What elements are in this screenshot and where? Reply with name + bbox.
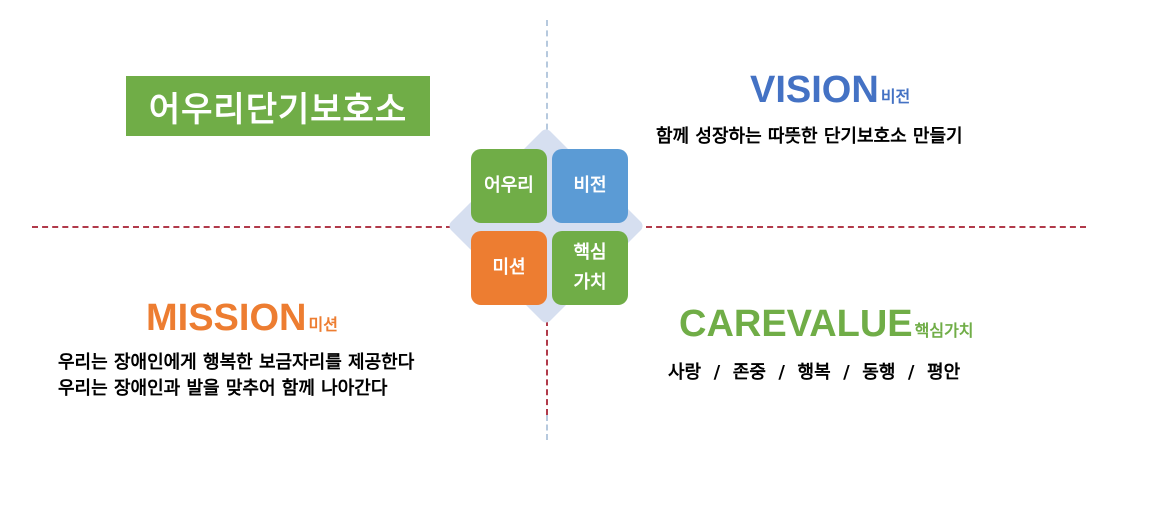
- horizontal-divider-right: [646, 226, 1086, 228]
- mission-subheading: 미션: [308, 315, 338, 334]
- vision-heading-text: VISION: [750, 69, 879, 111]
- vision-subheading: 비전: [880, 87, 911, 106]
- tile-vision: 비전: [552, 149, 628, 223]
- brand-title-box: 어우리단기보호소: [126, 76, 430, 136]
- horizontal-divider-left: [32, 226, 452, 228]
- mission-statement-line-2: 우리는 장애인과 발을 맞추어 함께 나아간다: [58, 378, 388, 399]
- core-value-heading-text: CAREVALUE: [679, 303, 913, 345]
- core-value-subheading: 핵심가치: [914, 321, 974, 340]
- tile-mission: 미션: [471, 231, 547, 305]
- mission-statement-line-1: 우리는 장애인에게 행복한 보금자리를 제공한다: [58, 352, 415, 373]
- vertical-divider-bottom: [546, 415, 548, 440]
- vision-statement: 함께 성장하는 따뜻한 단기보호소 만들기: [656, 126, 963, 147]
- vertical-divider-lower: [546, 320, 548, 415]
- mission-heading-text: MISSION: [146, 297, 307, 339]
- brand-title: 어우리단기보호소: [148, 89, 408, 130]
- tile-ouri: 어우리: [471, 149, 547, 223]
- core-value-list: 사랑 / 존중 / 행복 / 동행 / 평안: [668, 362, 961, 383]
- tile-core-value: 핵심 가치: [552, 231, 628, 305]
- vertical-divider-top: [546, 20, 548, 140]
